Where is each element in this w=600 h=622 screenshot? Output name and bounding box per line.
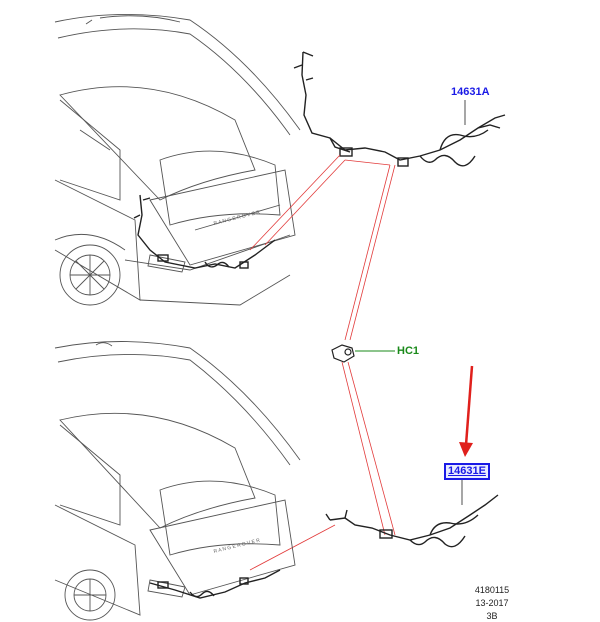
vehicle-badge-bottom: R A N G E R O V E R xyxy=(213,538,261,555)
callout-hc1[interactable]: HC1 xyxy=(397,345,420,357)
connector-hc1 xyxy=(331,344,355,363)
vehicle-badge-top: R A N G E R O V E R xyxy=(213,210,261,227)
harness-installed-bottom xyxy=(149,569,281,599)
callout-14631e[interactable]: 14631E xyxy=(444,463,490,480)
callout-14631a[interactable]: 14631A xyxy=(451,86,490,98)
harness-14631e xyxy=(325,494,499,548)
leader-lines-top xyxy=(249,154,396,341)
harness-installed-top xyxy=(133,194,276,269)
harness-14631a xyxy=(293,51,506,167)
red-arrow xyxy=(459,365,474,457)
reference-date: 13-2017 xyxy=(475,598,509,608)
vehicle-top-view xyxy=(54,14,301,306)
reference-sheet: 3B xyxy=(486,611,498,621)
reference-number: 4180115 xyxy=(474,585,510,595)
vehicle-bottom-view xyxy=(54,341,301,621)
leader-lines-bottom xyxy=(249,361,396,571)
